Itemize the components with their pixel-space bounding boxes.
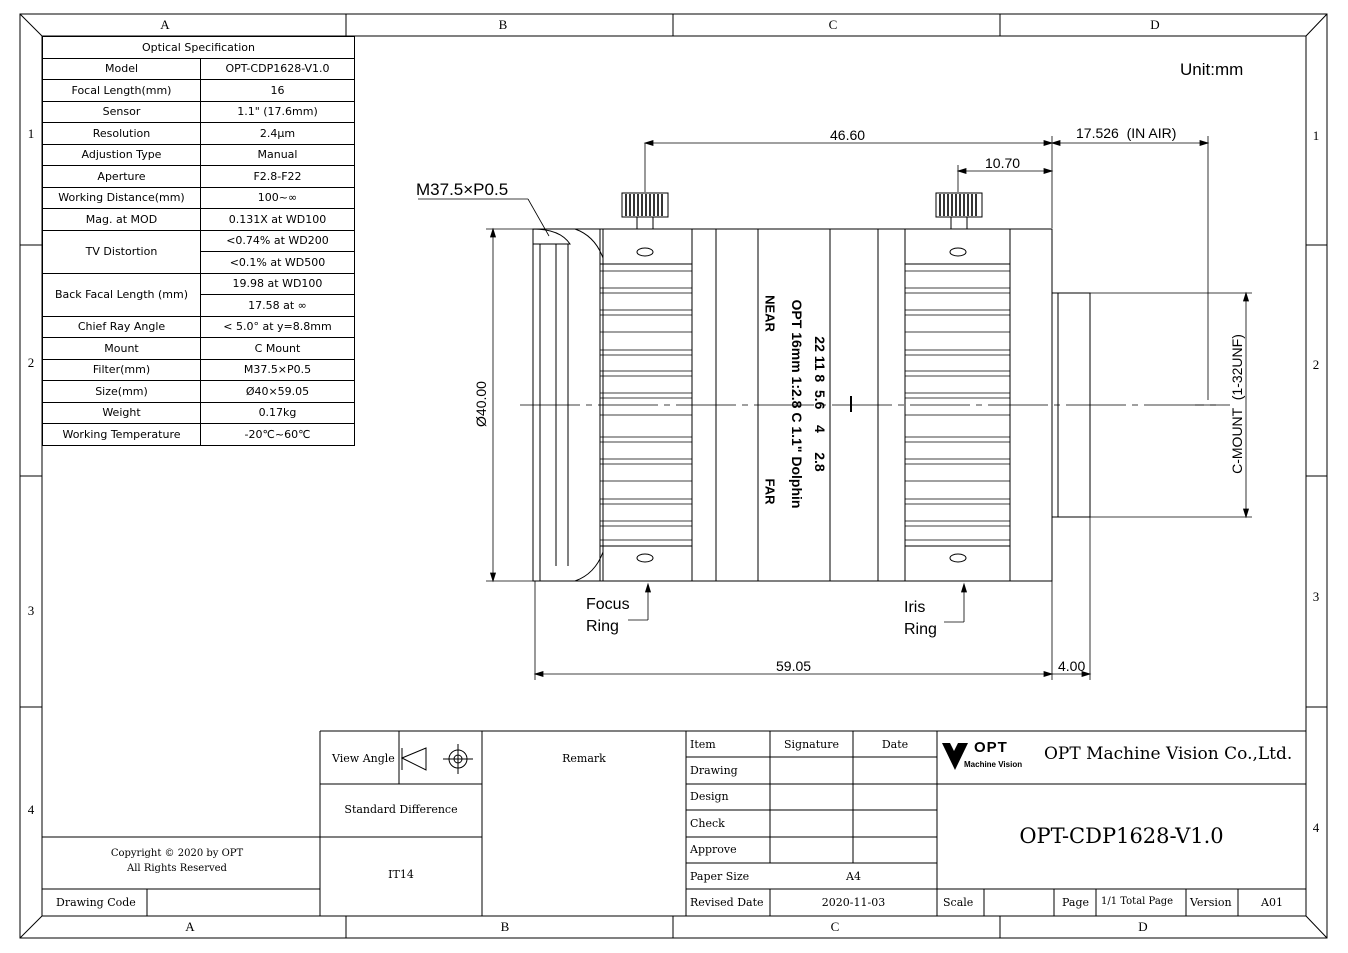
paper-size-label: Paper Size [690, 870, 750, 883]
spec-label: Mount [42, 337, 201, 360]
spec-label: Focal Length(mm) [42, 79, 201, 102]
row-design: Design [690, 790, 729, 803]
zone-right-3: 3 [1312, 589, 1320, 604]
total-page-label: 1/1 Total Page [1101, 896, 1174, 907]
dim-rear-gap: 10.70 [985, 155, 1021, 171]
view-angle-label: View Angle [332, 752, 395, 765]
paper-size-value: A4 [846, 870, 861, 883]
version-label: Version [1190, 896, 1232, 909]
spec-label: Model [42, 57, 201, 80]
spec-value: 0.131X at WD100 [200, 208, 355, 231]
dim-filter: M37.5×P0.5 [416, 180, 509, 199]
spec-value: F2.8-F22 [200, 165, 355, 188]
row-check: Check [690, 817, 725, 830]
spec-label: Resolution [42, 122, 201, 145]
zone-left-4: 4 [27, 802, 35, 817]
zone-left-1: 1 [27, 126, 35, 141]
logo-text: OPT [974, 739, 1008, 756]
spec-label: TV Distortion [42, 229, 201, 274]
version-value: A01 [1261, 896, 1283, 909]
dim-air: 17.526 (IN AIR) [1076, 125, 1177, 141]
focus-ring-line2: Ring [586, 618, 619, 635]
it-grade: IT14 [388, 868, 414, 881]
zone-top-a: A [160, 17, 170, 32]
part-number: OPT-CDP1628-V1.0 [1019, 824, 1224, 848]
unit-label: Unit:mm [1180, 60, 1244, 79]
zone-left-2: 2 [27, 355, 35, 370]
remark-label: Remark [562, 752, 606, 765]
scale-label: Scale [943, 896, 974, 909]
row-drawing: Drawing [690, 764, 738, 777]
iris-ring-line2: Ring [904, 621, 937, 638]
zone-bottom-b: B [500, 919, 510, 934]
spec-label: Sensor [42, 100, 201, 123]
zone-right-2: 2 [1312, 357, 1320, 372]
zone-top-b: B [498, 17, 508, 32]
revised-date-value: 2020-11-03 [821, 896, 886, 909]
spec-value: 1.1" (17.6mm) [200, 100, 355, 123]
standard-difference-label: Standard Difference [344, 803, 458, 816]
signature-header: Signature [783, 738, 839, 751]
dim-length: 59.05 [776, 658, 812, 674]
zone-bottom-a: A [185, 919, 195, 934]
spec-value: <0.1% at WD500 [200, 251, 355, 274]
spec-label: Working Distance(mm) [42, 186, 201, 209]
spec-label: Working Temperature [42, 423, 201, 446]
spec-value: -20℃~60℃ [200, 423, 355, 446]
spec-value: 0.17kg [200, 401, 355, 424]
drawing-code-label: Drawing Code [56, 896, 136, 909]
zone-top-c: C [828, 17, 838, 32]
spec-label: Size(mm) [42, 380, 201, 403]
spec-value: OPT-CDP1628-V1.0 [200, 57, 355, 80]
zone-bottom-c: C [830, 919, 840, 934]
spec-value: 2.4μm [200, 122, 355, 145]
zone-top-d: D [1150, 17, 1160, 32]
iris-ring-label: Iris Ring [904, 597, 937, 641]
copyright-line2: All Rights Reserved [127, 863, 227, 874]
spec-label: Aperture [42, 165, 201, 188]
dim-mount-length: 4.00 [1058, 658, 1086, 674]
revised-date-label: Revised Date [690, 896, 764, 909]
copyright-line1: Copyright © 2020 by OPT [110, 848, 244, 859]
zone-right-1: 1 [1312, 128, 1320, 143]
spec-value: Ø40×59.05 [200, 380, 355, 403]
spec-value: < 5.0° at y=8.8mm [200, 315, 355, 338]
row-approve: Approve [690, 843, 737, 856]
focus-ring-line1: Focus [586, 596, 630, 613]
company-name: OPT Machine Vision Co.,Ltd. [1044, 744, 1293, 764]
spec-value: <0.74% at WD200 [200, 229, 355, 252]
page-label: Page [1062, 896, 1090, 909]
focus-ring-label: Focus Ring [586, 594, 630, 638]
item-header: Item [690, 738, 716, 751]
iris-ring-line1: Iris [904, 599, 926, 616]
logo-subtext: Machine Vision [964, 760, 1023, 769]
zone-left-3: 3 [27, 603, 35, 618]
dim-overall-top: 46.60 [830, 127, 866, 143]
spec-value: 16 [200, 79, 355, 102]
zone-right-4: 4 [1312, 820, 1320, 835]
spec-value: 17.58 at ∞ [200, 294, 355, 317]
zone-bottom-d: D [1138, 919, 1148, 934]
opt-logo-mark [942, 743, 968, 770]
date-header: Date [881, 738, 909, 751]
